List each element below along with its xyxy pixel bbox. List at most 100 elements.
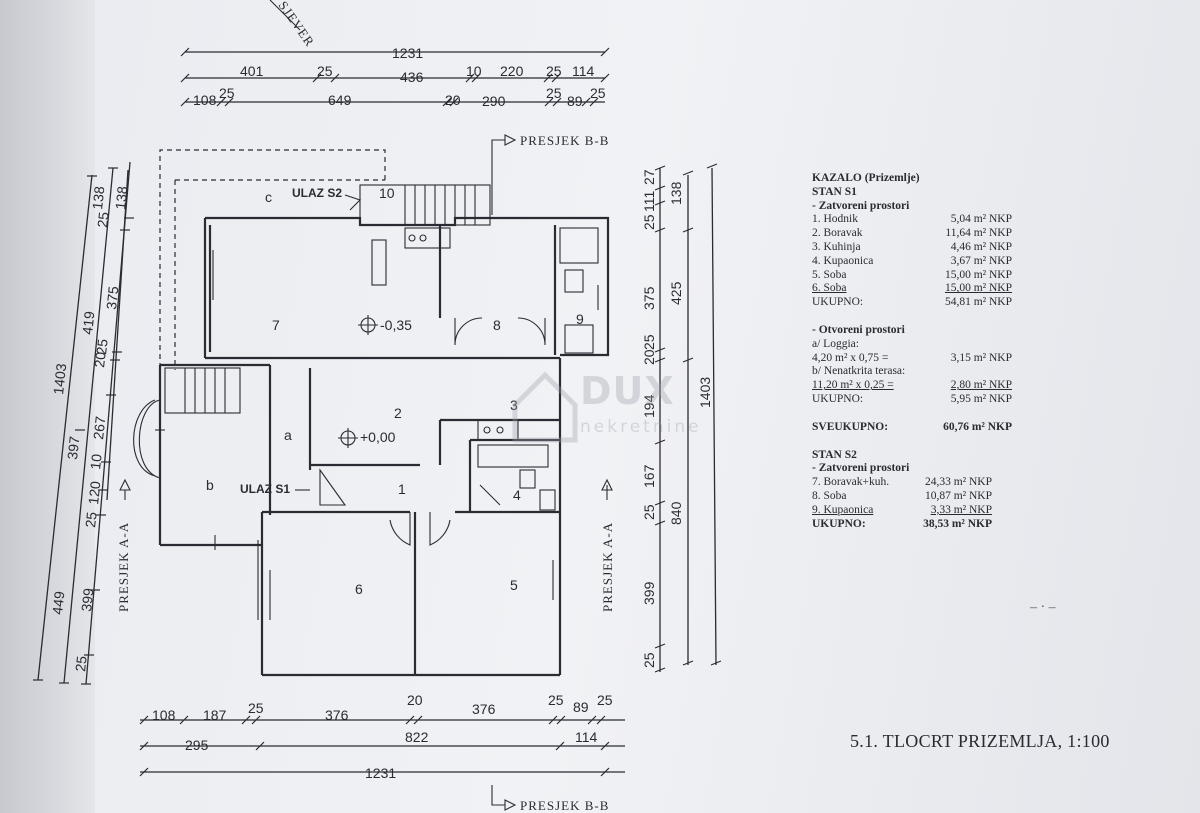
loggia-calc: 4,20 m² x 0,75 =	[812, 351, 889, 364]
dim-right-total: 1403	[697, 377, 713, 408]
room-10-label: 10	[379, 185, 395, 201]
room-name: 2. Boravak	[812, 227, 863, 240]
dim-top-seg: 25	[546, 63, 562, 79]
dim-top-total: 1231	[392, 45, 423, 61]
floor-plan: 1231 401 25 436 10 220 25 114 108 25 649…	[33, 0, 722, 813]
room-name: 7. Boravak+kuh.	[812, 476, 890, 489]
north-label: SJEVER	[276, 0, 318, 50]
dim-left-seg: 25	[82, 511, 100, 528]
room-name: 5. Soba	[812, 268, 847, 281]
dim-right-seg: 399	[641, 581, 657, 605]
dim-left-seg: 25	[93, 338, 111, 355]
legend-row: 7. Boravak+kuh. 24,33 m² NKP	[812, 476, 992, 490]
dim-left-seg: 138	[89, 185, 107, 210]
section-bb-top: PRESJEK B-B	[520, 133, 609, 148]
legend-row: 3. Kuhinja 4,46 m² NKP	[812, 241, 1012, 255]
section-aa-right: PRESJEK A-A	[600, 522, 615, 612]
legend-row: 2. Boravak 11,64 m² NKP	[812, 227, 1012, 241]
legend-s2-closed-heading: - Zatvoreni prostori	[812, 462, 910, 475]
room-area: 11,64 m² NKP	[945, 227, 1012, 240]
dim-left-seg: 10	[87, 453, 105, 470]
room-6-label: 6	[355, 581, 363, 597]
total-label: UKUPNO:	[812, 296, 864, 309]
room-2-label: 2	[394, 405, 402, 421]
dim-left-seg: 267	[90, 415, 108, 440]
terrace-label: b/ Nenatkrita terasa:	[812, 365, 906, 378]
dim-bottom-seg: 20	[407, 692, 423, 708]
drawing-caption: 5.1. TLOCRT PRIZEMLJA, 1:100	[850, 731, 1110, 751]
terrace-value: 2,80 m² NKP	[950, 379, 1012, 392]
grand-total-label: SVEUKUPNO:	[812, 420, 889, 433]
dim-left-seg: 120	[85, 480, 103, 505]
dim-left-seg2: 375	[103, 285, 121, 310]
dim-left-seg2: 138	[112, 185, 130, 210]
room-area: 3,33 m² NKP	[930, 503, 992, 516]
dim-top-seg: 10	[466, 63, 482, 79]
dim-top-seg: 89	[567, 93, 583, 109]
dim-right-seg: 111	[641, 191, 657, 212]
dim-right-mid: 138	[668, 181, 684, 205]
dim-bottom-seg: 376	[325, 707, 349, 723]
total-value: 38,53 m² NKP	[923, 517, 992, 530]
room-name: 8. Soba	[812, 489, 847, 502]
dim-right-seg: 375	[641, 286, 657, 310]
dim-right-mid: 425	[668, 281, 684, 305]
dim-top-seg: 114	[572, 63, 595, 79]
room-1-label: 1	[398, 481, 406, 497]
room-area: 24,33 m² NKP	[924, 476, 992, 489]
dim-bottom-seg: 295	[185, 737, 209, 753]
level-lower: +0,00	[360, 429, 396, 445]
room-7-label: 7	[272, 317, 280, 333]
room-4-label: 4	[513, 487, 521, 503]
dim-right-seg: 27	[641, 169, 657, 185]
space-a-label: a	[284, 427, 292, 443]
entrance-s1-label: ULAZ S1	[240, 482, 290, 496]
dim-bottom-seg: 187	[203, 707, 227, 723]
level-upper: -0,35	[380, 317, 412, 333]
room-area: 5,04 m² NKP	[950, 213, 1012, 226]
dim-top-seg: 290	[482, 93, 506, 109]
room-5-label: 5	[510, 577, 518, 593]
room-area: 4,46 m² NKP	[950, 240, 1012, 253]
legend-title: KAZALO (Prizemlje)	[812, 172, 920, 184]
dim-bottom-total: 1231	[365, 765, 396, 781]
section-aa-left: PRESJEK A-A	[116, 522, 131, 612]
dim-right-seg: 194	[641, 394, 657, 418]
legend-total-row: UKUPNO:5,95 m² NKP	[812, 393, 1012, 407]
dim-top-seg: 220	[500, 63, 524, 79]
dim-left-seg: 25	[72, 655, 90, 672]
dim-left-seg: 419	[79, 310, 97, 335]
legend-stan-s2: STAN S2	[812, 448, 857, 461]
dim-right-mid: 840	[668, 501, 684, 525]
entrance-s2-label: ULAZ S2	[292, 186, 342, 200]
legend-grand-total-row: SVEUKUPNO:60,76 m² NKP	[812, 421, 1012, 435]
dim-right-seg: 25	[641, 652, 657, 668]
dim-left-seg: 399	[78, 587, 96, 612]
dim-bottom-seg: 89	[573, 699, 589, 715]
dim-bottom-seg: 25	[248, 700, 264, 716]
total-value: 5,95 m² NKP	[950, 392, 1012, 405]
legend-row: 4,20 m² x 0,75 = 3,15 m² NKP	[812, 352, 1012, 366]
dim-left-seg: 20	[91, 351, 109, 368]
total-label: UKUPNO:	[812, 517, 866, 530]
dim-bottom-seg: 822	[405, 729, 429, 745]
dim-bottom-seg: 108	[152, 707, 176, 723]
room-name: 3. Kuhinja	[812, 240, 861, 253]
legend-closed-heading: - Zatvoreni prostori	[812, 199, 910, 212]
loggia-value: 3,15 m² NKP	[950, 351, 1012, 364]
space-c-label: c	[265, 189, 272, 205]
dim-bottom-seg: 25	[548, 692, 564, 708]
pencil-mark: – · –	[1030, 600, 1056, 615]
dim-top-seg: 25	[317, 63, 333, 79]
binder-edge	[0, 0, 95, 813]
room-area: 3,67 m² NKP	[950, 254, 1012, 267]
dim-right-seg: 20	[641, 349, 657, 365]
dim-left-mid: 449	[49, 590, 67, 615]
